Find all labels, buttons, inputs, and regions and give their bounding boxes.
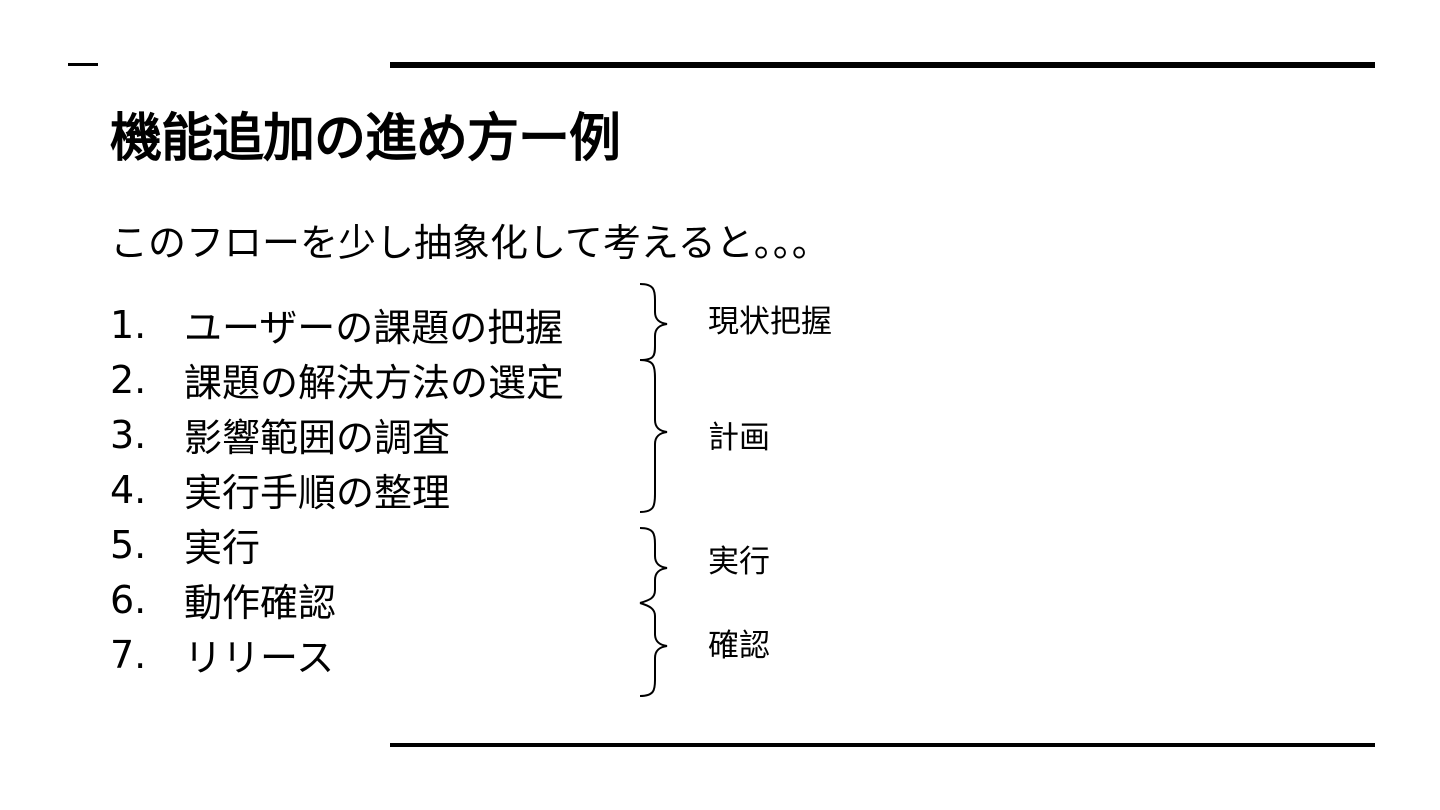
step-number: 6.: [110, 577, 147, 622]
brace-current-state: [639, 283, 668, 361]
brace-execute: [639, 527, 668, 604]
step-number: 5.: [110, 522, 147, 567]
step-item-2: 2. 課題の解決方法の選定: [110, 352, 564, 407]
step-number: 4.: [110, 467, 147, 512]
phase-label-execute: 実行: [708, 544, 770, 580]
step-item-7: 7. リリース: [110, 627, 564, 682]
step-text: 影響範囲の調査: [184, 416, 451, 460]
brace-verify: [639, 602, 668, 697]
decorative-short-line: [68, 63, 98, 66]
step-number: 2.: [110, 357, 147, 402]
phase-label-verify: 確認: [708, 628, 770, 664]
phase-label-current-state: 現状把握: [708, 304, 832, 340]
step-item-4: 4. 実行手順の整理: [110, 462, 564, 517]
step-text: 課題の解決方法の選定: [184, 361, 565, 405]
step-item-5: 5. 実行: [110, 517, 564, 572]
step-text: 実行: [184, 526, 261, 570]
slide-subtitle: このフローを少し抽象化して考えると。。。: [110, 221, 830, 265]
phase-label-plan: 計画: [708, 420, 770, 456]
step-item-3: 3. 影響範囲の調査: [110, 407, 564, 462]
step-text: 動作確認: [184, 581, 337, 625]
steps-list: 1. ユーザーの課題の把握 2. 課題の解決方法の選定 3. 影響範囲の調査 4…: [110, 297, 564, 682]
step-number: 3.: [110, 412, 147, 457]
slide-title: 機能追加の進め方ー例: [110, 109, 621, 169]
step-number: 1.: [110, 302, 147, 347]
step-text: ユーザーの課題の把握: [184, 306, 564, 350]
bottom-rule: [390, 743, 1375, 747]
brace-plan: [639, 359, 668, 513]
top-rule: [390, 62, 1375, 68]
step-number: 7.: [110, 632, 147, 677]
step-item-1: 1. ユーザーの課題の把握: [110, 297, 564, 352]
step-text: リリース: [184, 636, 335, 680]
step-text: 実行手順の整理: [184, 471, 451, 515]
step-item-6: 6. 動作確認: [110, 572, 564, 627]
